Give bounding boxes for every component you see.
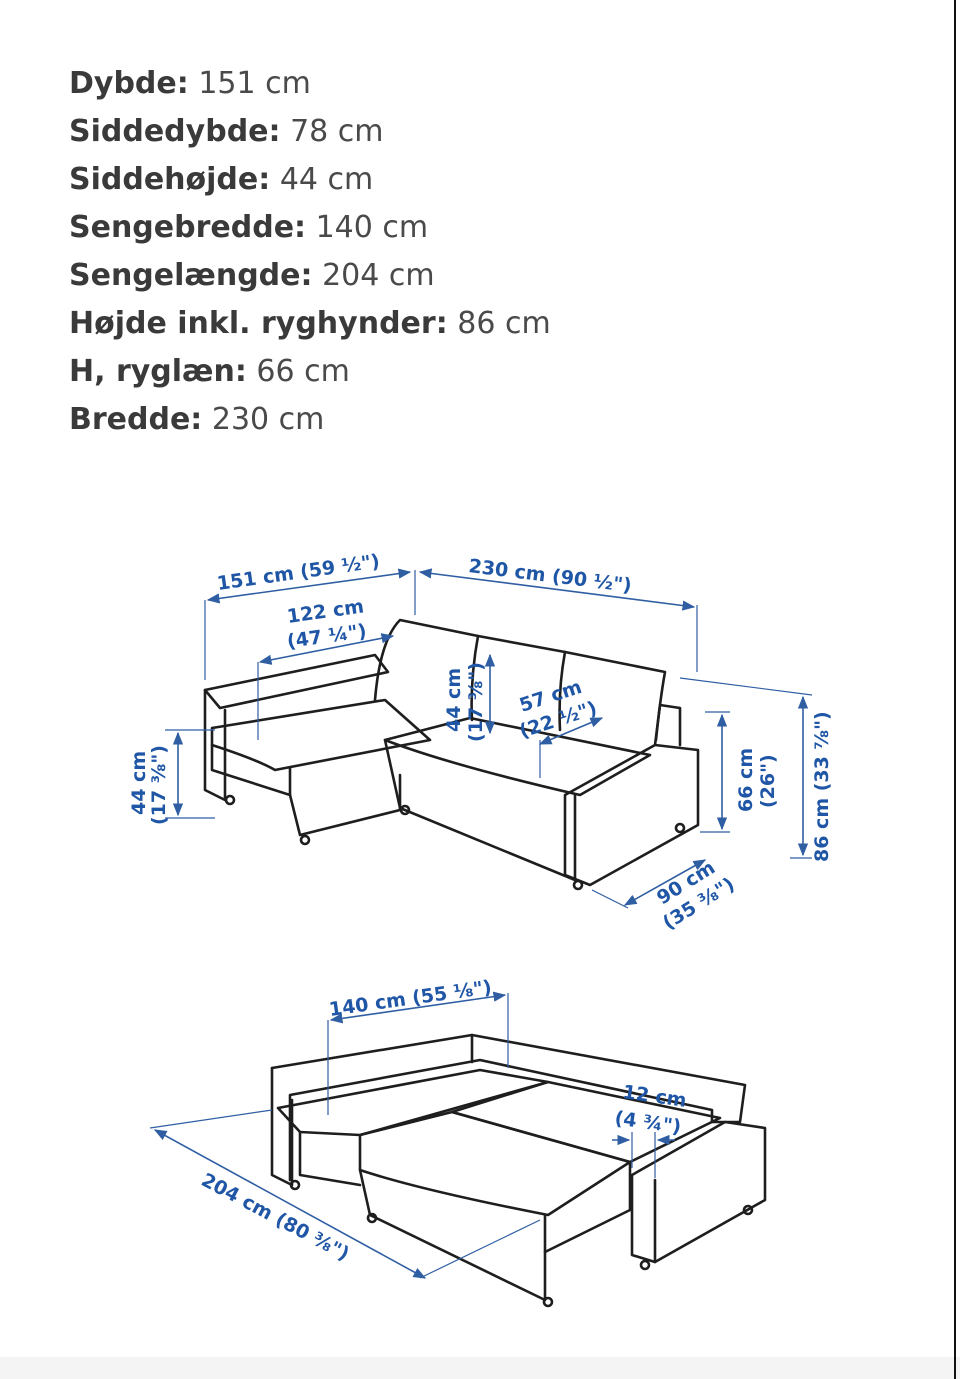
spec-value: 230 cm — [211, 402, 325, 437]
spec-value: 86 cm — [457, 306, 551, 341]
spec-value: 44 cm — [279, 162, 374, 197]
spec-label: Siddedybde: — [69, 114, 281, 149]
dimension-lines-bed — [149, 991, 675, 1279]
spec-row: Dybde: 151 cm — [69, 60, 551, 108]
spec-row: Bredde: 230 cm — [69, 396, 551, 444]
spec-label: Sengebredde: — [69, 210, 307, 245]
spec-value: 78 cm — [290, 114, 384, 149]
spec-label: Dybde: — [69, 66, 189, 101]
spec-row: Højde inkl. ryghynder: 86 cm — [69, 300, 551, 348]
dimension-labels-top: 151 cm (59 ½") 230 cm (90 ½") 122 cm (47… — [128, 550, 833, 934]
label-bed-length: 204 cm (80 ⅜") — [198, 1169, 353, 1265]
spec-list: Dybde: 151 cm Siddedybde: 78 cm Siddehøj… — [69, 60, 551, 444]
label-back-height-in: (26") — [757, 754, 779, 808]
dimension-lines-top — [165, 568, 813, 909]
label-back-height: 66 cm — [735, 748, 757, 812]
spec-label: Bredde: — [69, 402, 203, 437]
spec-label: Siddehøjde: — [69, 162, 271, 197]
spec-value: 140 cm — [315, 210, 429, 245]
spec-row: Sengebredde: 140 cm — [69, 204, 551, 252]
label-step-in: (4 ¾") — [613, 1107, 682, 1138]
label-seat-height-center-in: (17 ⅜") — [465, 662, 487, 742]
label-bed-width: 140 cm (55 ⅛") — [328, 976, 493, 1021]
spec-label: Sengelængde: — [69, 258, 313, 293]
spec-label: H, ryglæn: — [69, 354, 247, 389]
sofa-bed-outline — [270, 1033, 767, 1308]
sofa-dimension-diagram: 151 cm (59 ½") 230 cm (90 ½") 122 cm (47… — [128, 550, 833, 1308]
bottom-fade — [0, 1357, 960, 1379]
label-seat-height-left: 44 cm — [128, 751, 150, 815]
spec-row: Siddedybde: 78 cm — [69, 108, 551, 156]
spec-row: H, ryglæn: 66 cm — [69, 348, 551, 396]
label-width: 230 cm (90 ½") — [467, 555, 632, 597]
spec-label: Højde inkl. ryghynder: — [69, 306, 448, 341]
sofa-top-outline — [203, 618, 700, 891]
spec-value: 204 cm — [322, 258, 435, 293]
label-seat-height-center: 44 cm — [443, 668, 465, 732]
window-edge — [954, 0, 956, 1379]
spec-value: 66 cm — [256, 354, 350, 389]
label-total-height: 86 cm (33 ⅞") — [811, 711, 833, 862]
label-seat-height-left-in: (17 ⅜") — [148, 745, 170, 825]
label-step: 12 cm — [621, 1081, 688, 1112]
spec-row: Sengelængde: 204 cm — [69, 252, 551, 300]
spec-value: 151 cm — [198, 66, 311, 101]
spec-row: Siddehøjde: 44 cm — [69, 156, 551, 204]
